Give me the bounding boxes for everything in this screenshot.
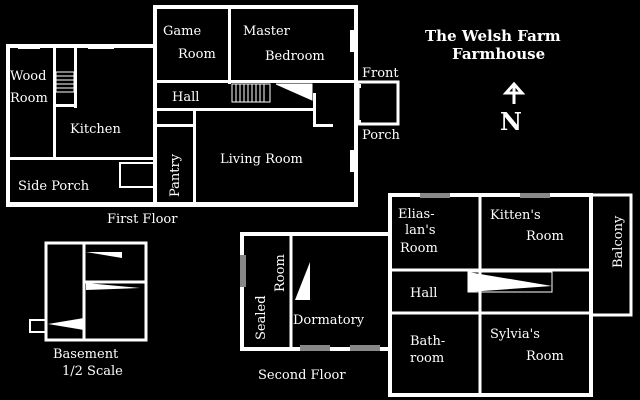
map-title-line1: The Welsh Farm — [425, 27, 561, 45]
room-label-sealed: Sealed — [254, 295, 269, 340]
room-label-master: Master — [243, 24, 291, 39]
room-label-kitchen: Kitchen — [70, 122, 121, 137]
first-floor-walls — [6, 5, 400, 207]
room-label-balcony: Balcony — [611, 215, 626, 268]
room-label-side-porch: Side Porch — [18, 179, 90, 194]
second-floor-stairs — [295, 262, 553, 300]
room-label-sealed-2: Room — [273, 254, 288, 292]
room-label-master-2: Bedroom — [265, 49, 325, 64]
room-label-elias-3: Room — [400, 241, 438, 256]
basement-caption: Basement — [53, 347, 119, 362]
room-label-elias: Elias- — [398, 207, 435, 222]
basement-walls — [29, 241, 148, 342]
room-label-dormatory: Dormatory — [293, 313, 365, 328]
room-label-bath-2: room — [410, 351, 444, 366]
first-floor-caption: First Floor — [107, 212, 178, 227]
room-label-wood-2: Room — [10, 91, 48, 106]
room-label-kitten: Kitten's — [490, 208, 541, 223]
room-label-sylvia: Sylvia's — [490, 327, 540, 342]
room-label-porch: Porch — [362, 128, 401, 143]
basement-scale-caption: 1/2 Scale — [62, 364, 123, 379]
map-title-line2: Farmhouse — [452, 45, 545, 63]
room-label-front: Front — [362, 66, 399, 81]
room-label-living-room: Living Room — [220, 152, 303, 167]
room-label-bath: Bath- — [410, 334, 445, 349]
room-label-hall-second: Hall — [410, 286, 437, 301]
first-floor-stairs — [55, 71, 313, 103]
room-label-sylvia-2: Room — [526, 349, 564, 364]
room-label-game-2: Room — [178, 47, 216, 62]
room-label-pantry: Pantry — [168, 153, 183, 197]
north-arrow-icon — [502, 81, 526, 104]
room-label-kitten-2: Room — [526, 229, 564, 244]
room-label-wood: Wood — [10, 69, 46, 84]
room-label-game: Game — [163, 24, 201, 39]
compass-label: N — [500, 107, 522, 136]
room-label-hall-first: Hall — [172, 90, 199, 105]
second-floor-walls — [240, 193, 633, 397]
room-label-elias-2: lan's — [405, 223, 436, 238]
second-floor-caption: Second Floor — [258, 368, 346, 383]
